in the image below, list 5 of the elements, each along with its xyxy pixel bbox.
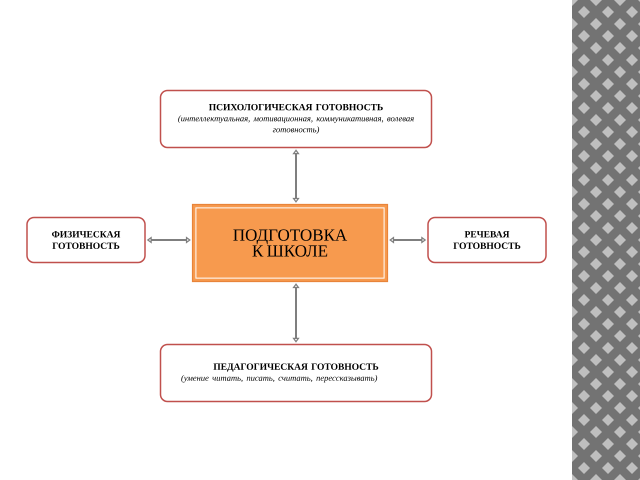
rounded-box: РЕЧЕВАЯ ГОТОВНОСТЬ	[427, 216, 547, 264]
rounded-box: ПЕДАГОГИЧЕСКАЯ ГОТОВНОСТЬ (умение читать, писать, считать, пересcказывать)	[160, 344, 432, 402]
main-box: ПОДГОТОВКА К ШКОЛЕ	[192, 204, 388, 282]
rounded-box: ПСИХОЛОГИЧЕСКАЯ ГОТОВНОСТЬ (интеллектуальная, мотивационная, коммуникативная, волевая готовность)	[160, 90, 432, 148]
rounded-box: ФИЗИЧЕСКАЯ ГОТОВНОСТЬ	[26, 216, 146, 264]
